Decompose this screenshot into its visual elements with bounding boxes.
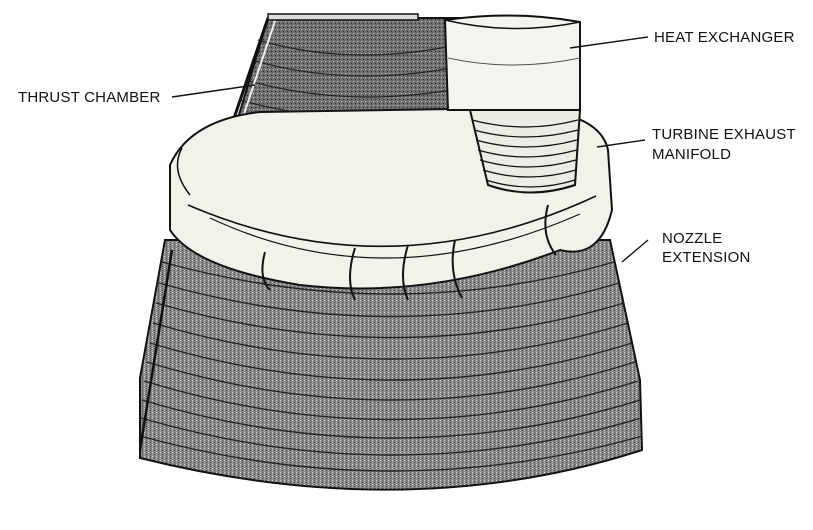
- label-turbine-exhaust-line1: TURBINE EXHAUST: [652, 126, 796, 143]
- heat-exchanger: [443, 14, 582, 194]
- label-turbine-exhaust-line2: MANIFOLD: [652, 146, 732, 163]
- leader-nozzle-extension: [621, 239, 649, 263]
- leader-thrust-chamber: [171, 84, 256, 98]
- leader-heat-exchanger: [569, 36, 649, 49]
- nozzle-extension: [138, 239, 644, 491]
- label-thrust-chamber: THRUST CHAMBER: [18, 89, 161, 106]
- label-nozzle-line2: EXTENSION: [662, 249, 751, 266]
- label-heat-exchanger: HEAT EXCHANGER: [654, 29, 795, 46]
- label-nozzle-line1: NOZZLE: [662, 230, 723, 247]
- leader-turbine-manifold: [596, 139, 646, 148]
